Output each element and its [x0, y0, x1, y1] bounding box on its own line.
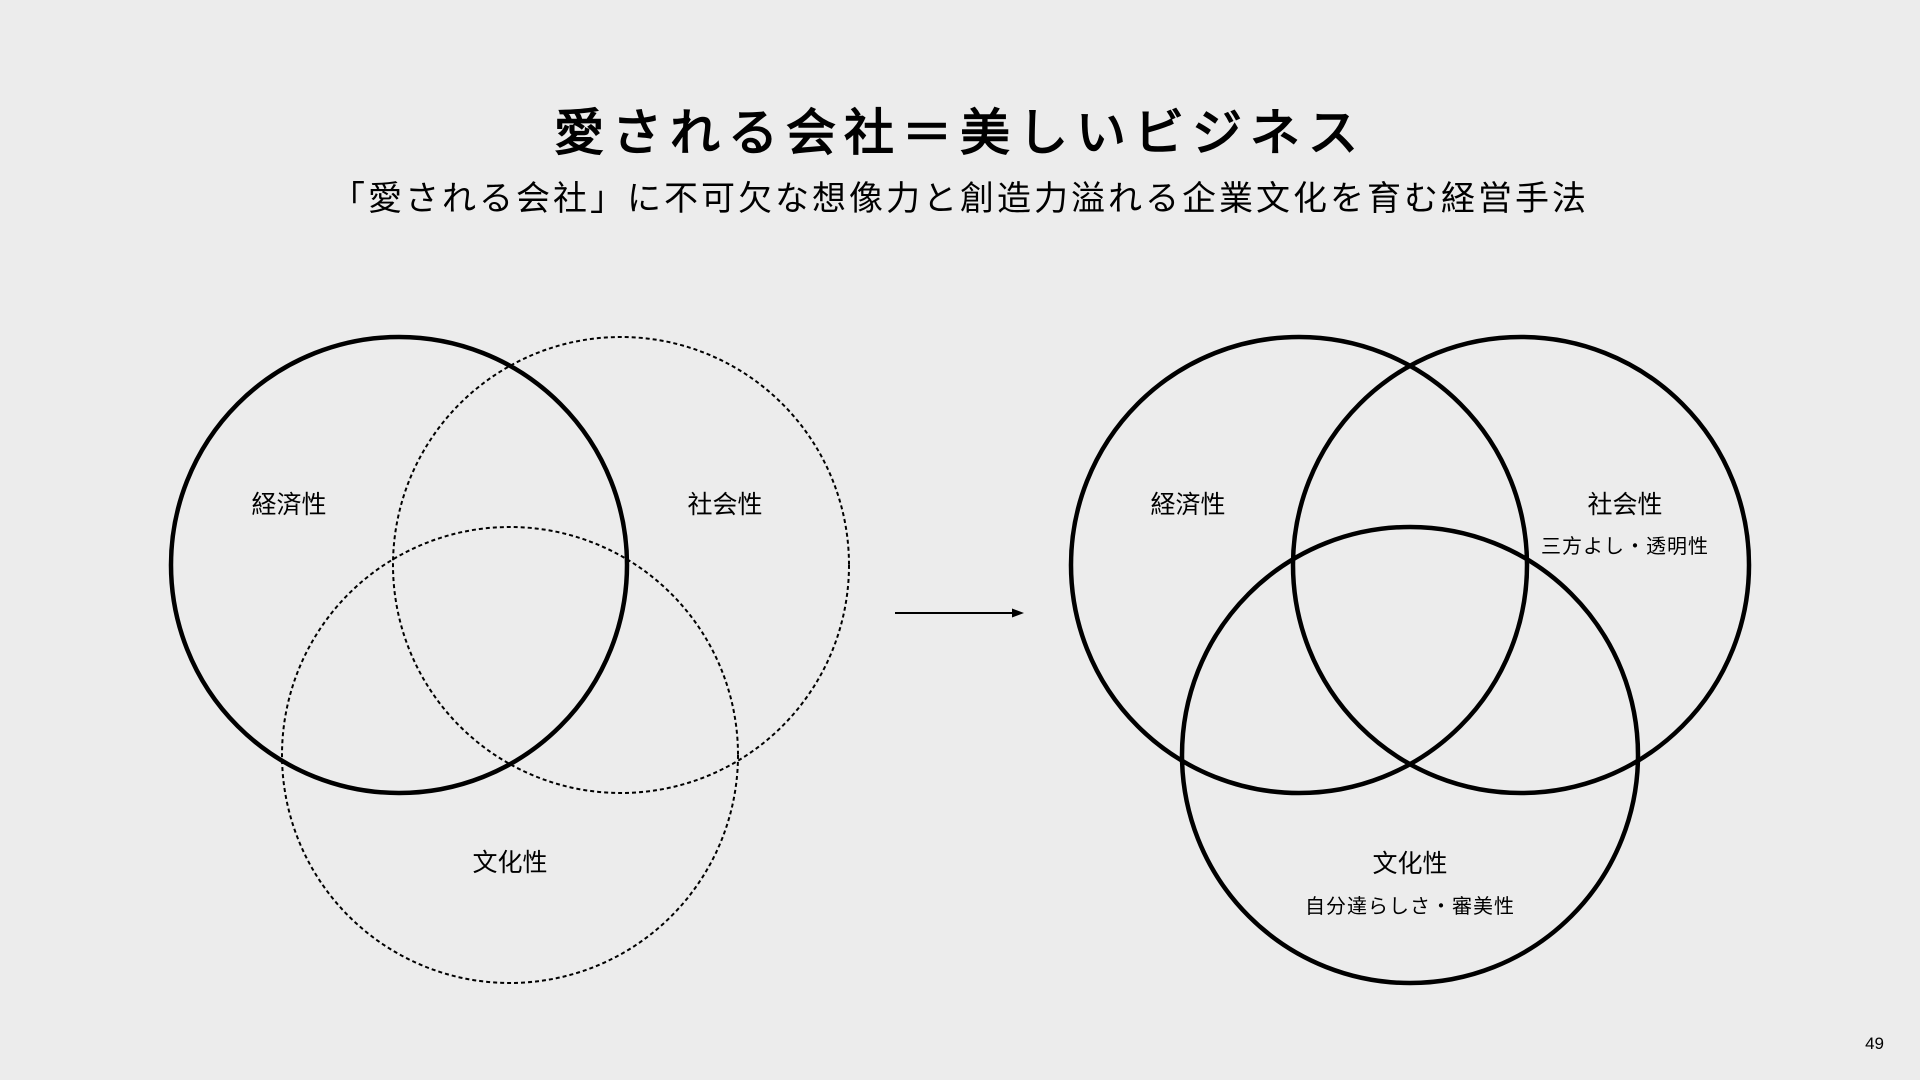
label-social-before: 社会性: [687, 490, 763, 519]
label-social-after: 社会性: [1587, 490, 1663, 519]
circle-social-before: [392, 336, 850, 794]
label-cultural-before: 文化性: [472, 848, 548, 877]
sublabel-social-after: 三方よし・透明性: [1541, 534, 1709, 558]
label-economic-after: 経済性: [1150, 490, 1226, 519]
circle-cultural-after: [1179, 524, 1641, 986]
label-economic-before: 経済性: [251, 490, 327, 519]
venn-before: [168, 334, 850, 984]
circle-economic-before: [168, 334, 630, 796]
label-cultural-after: 文化性: [1372, 849, 1448, 878]
circle-social-after: [1290, 334, 1752, 796]
slide-subtitle: 「愛される会社」に不可欠な想像力と創造力溢れる企業文化を育む経営手法: [331, 179, 1589, 219]
page-number: 49: [1865, 1034, 1884, 1053]
circle-economic-after: [1068, 334, 1530, 796]
circle-cultural-before: [281, 526, 739, 984]
arrow-right-icon: [895, 608, 1024, 618]
slide-title: 愛される会社＝美しいビジネス: [554, 104, 1366, 162]
venn-after: [1068, 334, 1752, 986]
sublabel-cultural-after: 自分達らしさ・審美性: [1305, 894, 1515, 918]
